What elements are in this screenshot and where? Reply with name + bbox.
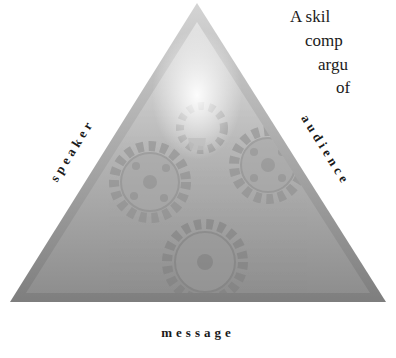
triangle-face (26, 22, 370, 293)
side-label: message (161, 326, 235, 339)
side-label: audience (299, 112, 353, 188)
paragraph-text: A skil (290, 8, 330, 25)
side-label: speaker (48, 116, 97, 183)
paragraph-text: comp (305, 32, 343, 49)
paragraph-text: of (336, 79, 350, 96)
triangle-frame (10, 3, 386, 302)
light-bulb-glow (152, 30, 242, 160)
paragraph-text: argu (318, 56, 348, 73)
light-bulb-base (188, 138, 206, 150)
